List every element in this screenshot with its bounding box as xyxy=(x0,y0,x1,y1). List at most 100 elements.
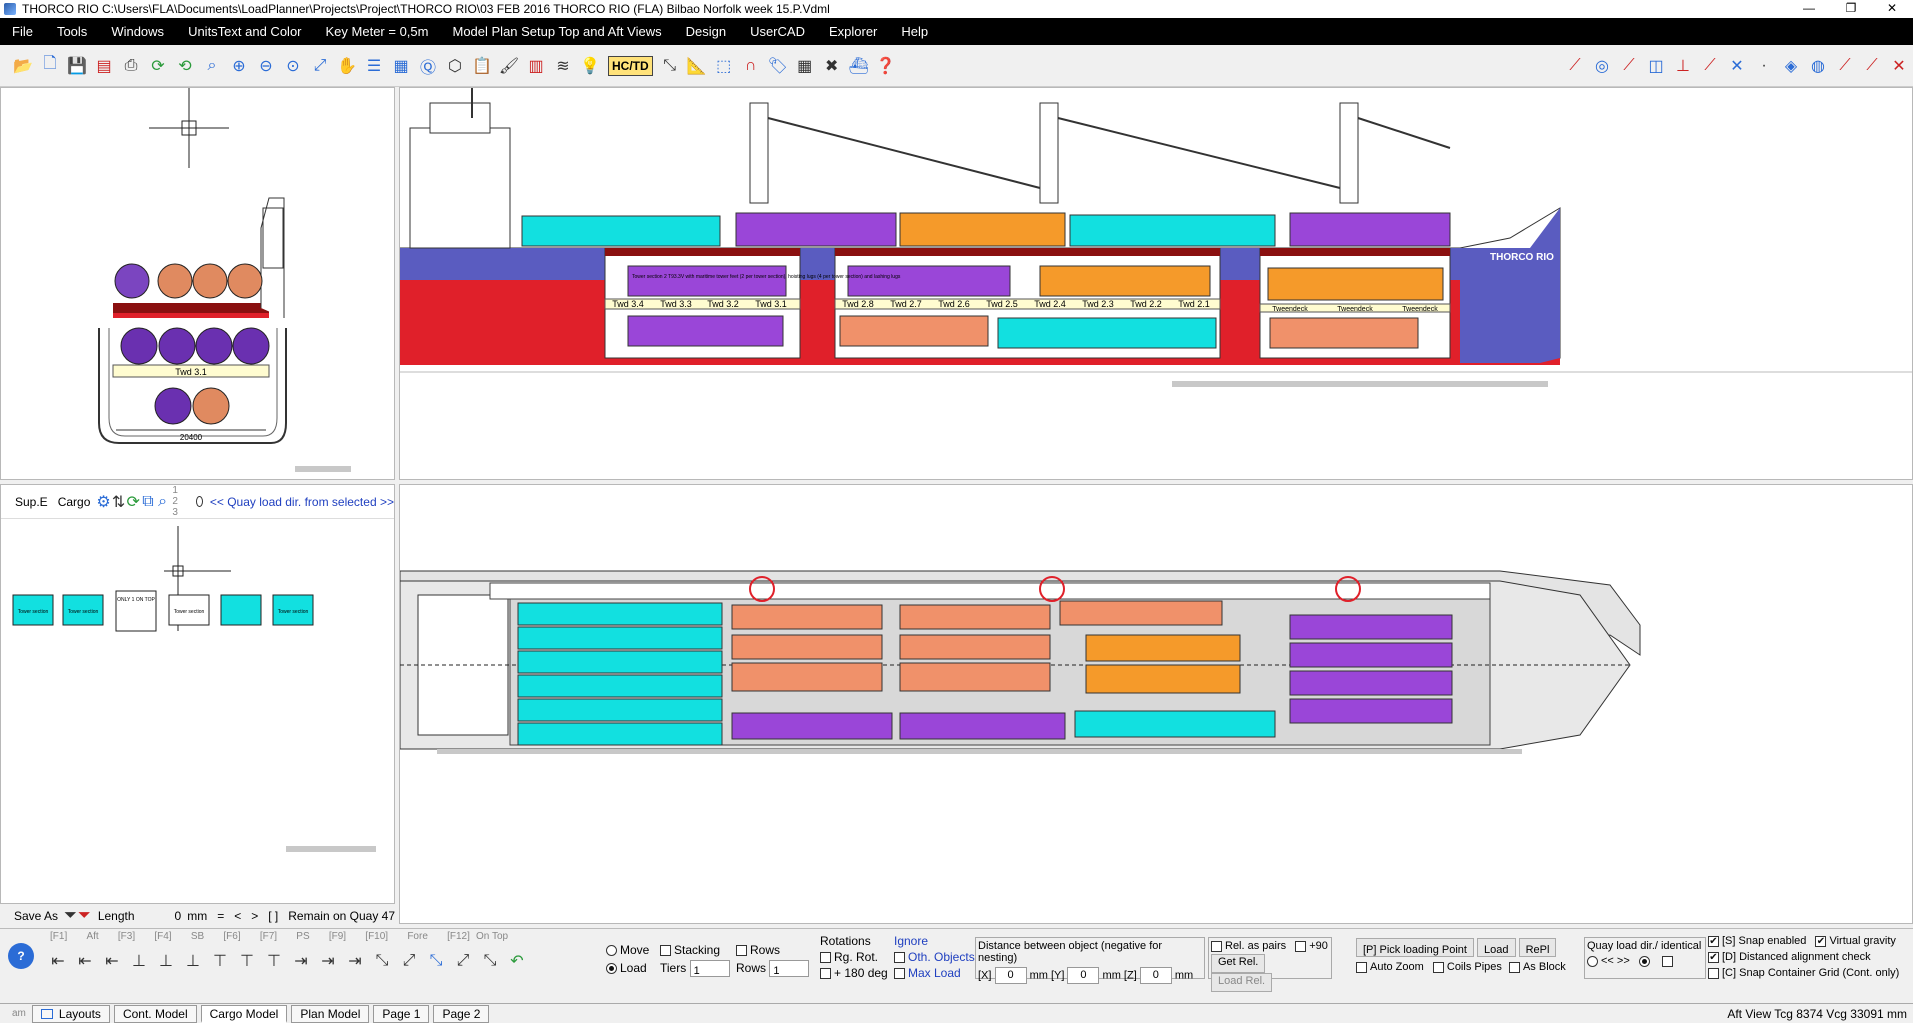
distanced-alignment-checkbox[interactable] xyxy=(1708,951,1719,963)
deck-cargo-block[interactable] xyxy=(899,212,1066,247)
zoom-extents-icon[interactable]: ⤢ xyxy=(313,56,327,74)
load-button[interactable]: Load xyxy=(1477,937,1516,957)
select-box-icon[interactable]: ⬚ xyxy=(716,57,732,75)
y-distance-input[interactable]: 0 xyxy=(1067,967,1100,984)
tab-page-2[interactable]: Page 2 xyxy=(433,1004,490,1023)
tag-icon[interactable]: 🏷 xyxy=(767,57,788,75)
snap-node-icon[interactable]: ◈ xyxy=(1784,57,1798,75)
quay-load-link[interactable]: << Quay load dir. from selected >> xyxy=(209,494,394,509)
align-sb-icon[interactable]: ⊥ xyxy=(132,953,146,970)
zoom-icon[interactable]: ⌕ xyxy=(207,56,217,74)
measure-icon[interactable]: ⤡ xyxy=(663,56,677,74)
plan-view-pane[interactable] xyxy=(399,484,1913,924)
sort-icon[interactable]: ⇅ xyxy=(111,493,126,511)
snap-line-icon[interactable]: ⟋ xyxy=(1569,56,1581,74)
tab-cargo-model[interactable]: Cargo Model xyxy=(200,1004,288,1023)
layers-icon[interactable]: ≋ xyxy=(556,57,570,75)
close-icon[interactable]: ✕ xyxy=(1886,1,1898,15)
menu-units[interactable]: UnitsText and Color xyxy=(188,24,302,39)
align-ps-icon[interactable]: ⊤ xyxy=(213,953,227,970)
snap-endpoint-icon[interactable]: ⟋ xyxy=(1839,56,1851,74)
new-file-icon[interactable]: 🗋 xyxy=(43,55,57,72)
tab-page-1[interactable]: Page 1 xyxy=(373,1004,430,1023)
quay-identical-radio[interactable] xyxy=(1638,955,1650,967)
numbering-icon[interactable]: 1 2 3 xyxy=(172,485,178,518)
hc-td-selector[interactable]: HC/TD xyxy=(608,55,653,76)
tab-plan-model[interactable]: Plan Model xyxy=(291,1004,370,1023)
replace-button[interactable]: RePl xyxy=(1518,937,1557,957)
undo-icon[interactable]: ↶ xyxy=(510,953,524,970)
align-aft-icon[interactable]: ⇤ xyxy=(105,953,119,970)
stacking-checkbox[interactable] xyxy=(660,945,671,957)
section-view-pane[interactable]: Twd 3.1 20400 xyxy=(0,87,395,480)
load-rel-button[interactable]: Load Rel. xyxy=(1211,973,1273,992)
lightbulb-icon[interactable]: 💡 xyxy=(580,57,600,75)
crane-icon[interactable]: ⛴ xyxy=(848,57,869,75)
rel-pairs-checkbox[interactable] xyxy=(1211,940,1222,952)
align-fore-icon[interactable]: ⇥ xyxy=(321,953,335,970)
greater-than-button[interactable]: > xyxy=(251,909,259,923)
deck-cargo-block[interactable] xyxy=(1069,214,1276,247)
delete-icon[interactable]: ✖ xyxy=(824,57,839,75)
cube-icon[interactable]: ⬡ xyxy=(448,57,462,75)
deck-cargo-block[interactable] xyxy=(735,212,897,247)
as-block-checkbox[interactable] xyxy=(1508,961,1520,973)
align-ps-icon[interactable]: ⊤ xyxy=(267,953,281,970)
search-icon[interactable]: ⌕ xyxy=(158,492,168,510)
snap-center-icon[interactable]: ◎ xyxy=(1595,57,1609,75)
x-distance-input[interactable]: 0 xyxy=(994,967,1027,984)
menu-explorer[interactable]: Explorer xyxy=(828,24,878,39)
menu-tools[interactable]: Tools xyxy=(56,24,88,39)
hold-cargo-block[interactable] xyxy=(839,315,989,347)
z-distance-input[interactable]: 0 xyxy=(1139,967,1172,984)
zoom-in-icon[interactable]: ⊕ xyxy=(232,57,246,75)
pan-hand-icon[interactable]: ✋ xyxy=(337,57,357,75)
snap-nearest-icon[interactable]: ⟋ xyxy=(1704,56,1716,74)
grid-icon[interactable]: ▦ xyxy=(393,57,409,75)
hold-cargo-block[interactable] xyxy=(1269,317,1419,349)
snap-midpoint-icon[interactable]: ⟋ xyxy=(1866,56,1878,74)
calculator-icon[interactable]: ▦ xyxy=(797,57,813,75)
less-than-button[interactable]: < xyxy=(234,909,242,923)
sup-e-label[interactable]: Sup.E xyxy=(15,494,48,509)
hold-cargo-block[interactable] xyxy=(1267,267,1444,301)
hold-cargo-block[interactable] xyxy=(997,317,1217,349)
refresh-all-icon[interactable]: ⟲ xyxy=(178,57,192,75)
rows-checkbox[interactable] xyxy=(736,945,747,957)
profile-view-pane[interactable]: THORCO RIO Twd 3.4 Twd 3.3 Twd 3.2 Twd 3… xyxy=(399,87,1913,480)
rows-select[interactable]: 1 xyxy=(769,960,810,978)
length-value[interactable]: 0 xyxy=(174,909,182,923)
help-icon[interactable]: ? xyxy=(8,943,34,969)
tab-layouts[interactable]: Layouts xyxy=(31,1004,110,1023)
cargo-label[interactable]: Cargo xyxy=(57,494,91,509)
filter-cargo-icon[interactable]: ⚙ xyxy=(96,493,111,511)
refresh-icon[interactable]: ⟳ xyxy=(126,493,140,511)
range-button[interactable]: [ ] xyxy=(268,909,279,923)
pick-loading-point-button[interactable]: [P] Pick loading Point xyxy=(1356,937,1474,957)
menu-model-plan-setup[interactable]: Model Plan Setup Top and Aft Views xyxy=(452,24,662,39)
other-objects-checkbox[interactable] xyxy=(894,952,905,964)
quay-aft-radio[interactable] xyxy=(1587,955,1598,967)
menu-design[interactable]: Design xyxy=(685,24,727,39)
print-icon[interactable]: ⎙ xyxy=(124,56,138,74)
refresh-icon[interactable]: ⟳ xyxy=(151,57,165,75)
hold-cargo-block[interactable] xyxy=(627,315,784,347)
rg-rot-checkbox[interactable] xyxy=(820,952,831,964)
clear-filter-icon[interactable]: ⏷ xyxy=(77,907,91,924)
plus90-checkbox[interactable] xyxy=(1295,940,1307,952)
ontop-icon[interactable]: ⤢ xyxy=(456,952,470,969)
pdf-icon[interactable]: ▤ xyxy=(96,57,112,75)
ontop-icon[interactable]: ⤡ xyxy=(375,952,389,969)
list-icon[interactable]: ☰ xyxy=(366,57,382,75)
magnet-icon[interactable]: ∩ xyxy=(744,56,757,74)
hold-cargo-block[interactable] xyxy=(1039,265,1211,297)
snap-perpendicular-icon[interactable]: ⊥ xyxy=(1676,57,1690,75)
save-icon[interactable]: 💾 xyxy=(67,57,87,75)
tab-cont-model[interactable]: Cont. Model xyxy=(113,1004,197,1023)
snap-tangent-icon[interactable]: ⟋ xyxy=(1623,56,1635,74)
menu-help[interactable]: Help xyxy=(901,24,929,39)
quay-fore-checkbox[interactable] xyxy=(1661,955,1673,967)
align-ps-icon[interactable]: ⊤ xyxy=(240,953,254,970)
snap-quadrant-icon[interactable]: ◍ xyxy=(1811,57,1825,75)
open-folder-icon[interactable]: 📂 xyxy=(13,57,33,75)
